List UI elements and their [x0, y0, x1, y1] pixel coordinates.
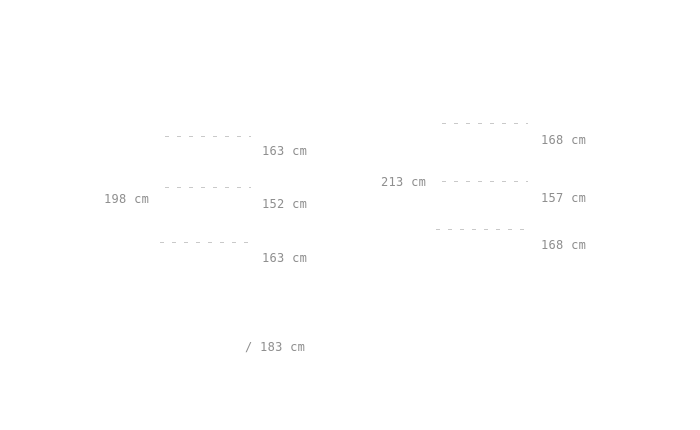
right-row-2-height: 157 cm: [541, 191, 587, 205]
right-row-3-height: 168 cm: [541, 238, 587, 252]
dashed-rule: [442, 181, 528, 182]
left-row-1-height: 163 cm: [262, 144, 308, 158]
dashed-rule: [436, 229, 532, 230]
dashed-rule: [165, 136, 251, 137]
left-row-3-height: 163 cm: [262, 251, 308, 265]
left-row-2-height: 152 cm: [262, 197, 308, 211]
dashed-rule: [160, 242, 256, 243]
dashed-rule: [442, 123, 528, 124]
dashed-rule: [165, 187, 251, 188]
right-group-total-height: 213 cm: [381, 175, 427, 189]
left-group-total-height: 198 cm: [104, 192, 150, 206]
right-row-1-height: 168 cm: [541, 133, 587, 147]
footer-total-height: / 183 cm: [245, 340, 306, 354]
